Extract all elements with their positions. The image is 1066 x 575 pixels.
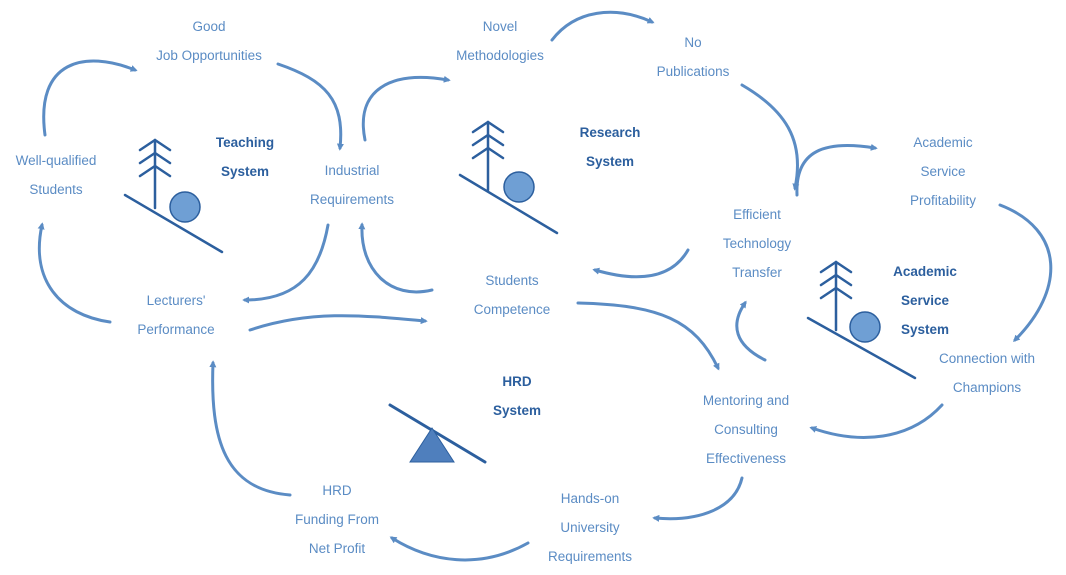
node-label-line: Service [920, 164, 966, 179]
research-system-label: Research System [580, 118, 641, 176]
node-label-line: Well-qualified [15, 153, 97, 168]
research-system-label-line-2: System [585, 154, 635, 169]
node-label-line: HRD [322, 483, 352, 498]
arrow-novel-to-nopubs [550, 10, 655, 42]
arrow-champions-to-mentoring [809, 403, 944, 439]
node-mentoring-consulting-effectiveness: Mentoring and Consulting Effectiveness [703, 386, 789, 473]
node-label-line: Performance [137, 322, 215, 337]
node-label-line: Industrial [324, 163, 380, 178]
node-connection-with-champions: Connection with Champions [939, 344, 1035, 402]
arrow-lecturers-to-wellqualified [37, 222, 112, 324]
node-label-line: Good [192, 19, 226, 34]
node-label-line: Net Profit [308, 541, 366, 556]
hrd-system-icon [388, 403, 487, 464]
hrd-system-label-line-2: System [492, 403, 542, 418]
node-label-line: Academic [913, 135, 973, 150]
arrow-competence-to-industrial [358, 222, 434, 294]
node-label-line: Competence [473, 302, 551, 317]
academic-service-system-label-line-1: Academic [893, 264, 957, 279]
teaching-system-label-line-1: Teaching [215, 135, 275, 150]
arrow-competence-to-mentoring [576, 301, 720, 371]
node-label-line: Methodologies [456, 48, 544, 63]
arrow-nopubs-to-efficient [740, 83, 800, 191]
node-hrd-funding-from-net-profit: HRD Funding From Net Profit [295, 476, 379, 563]
node-label-line: Hands-on [560, 491, 620, 506]
arrow-industrial-to-lecturers [242, 223, 330, 304]
arrow-hrdfunding-to-lecturers [209, 360, 292, 497]
node-well-qualified-students: Well-qualified Students [16, 146, 97, 204]
arrow-handson-to-hrdfunding [389, 536, 530, 562]
research-system-label-line-1: Research [579, 125, 641, 140]
node-students-competence: Students Competence [474, 266, 551, 324]
node-label-line: Publications [656, 64, 730, 79]
node-label-line: Effectiveness [705, 451, 787, 466]
arrow-mentoring-to-handson [652, 476, 744, 522]
teaching-system-label-line-2: System [220, 164, 270, 179]
arrow-profit-to-champions [998, 203, 1053, 342]
node-academic-service-profitability: Academic Service Profitability [910, 128, 976, 215]
node-label-line: Technology [722, 236, 792, 251]
arrow-efficient-to-competence [592, 248, 690, 279]
node-label-line: Students [29, 182, 83, 197]
arrows [37, 10, 1053, 562]
node-label-line: Connection with [938, 351, 1036, 366]
node-efficient-technology-transfer: Efficient Technology Transfer [723, 200, 791, 287]
node-label-line: Transfer [732, 265, 782, 280]
research-system-icon [458, 120, 559, 235]
node-label-line: Requirements [309, 192, 395, 207]
academic-service-system-icon [806, 260, 917, 380]
arrow-wellqualified-to-goodjobs [42, 59, 138, 137]
node-label-line: Lecturers' [146, 293, 206, 308]
node-label-line: Mentoring and [702, 393, 790, 408]
arrow-lecturers-to-competence [248, 314, 428, 332]
node-label-line: Job Opportunities [156, 48, 262, 63]
node-label-line: Students [485, 273, 539, 288]
node-novel-methodologies: Novel Methodologies [456, 12, 544, 70]
node-label-line: Funding From [294, 512, 380, 527]
node-label-line: No [684, 35, 702, 50]
node-good-job-opportunities: Good Job Opportunities [156, 12, 262, 70]
arrow-industrial-to-novel [361, 75, 451, 142]
node-industrial-requirements: Industrial Requirements [310, 156, 394, 214]
hrd-system-label: HRD System [493, 367, 541, 425]
node-label-line: University [560, 520, 620, 535]
node-no-publications: No Publications [657, 28, 730, 86]
node-label-line: Consulting [714, 422, 778, 437]
node-label-line: Efficient [733, 207, 781, 222]
arrow-goodjobs-to-industrial [276, 62, 344, 151]
teaching-system-label: Teaching System [216, 128, 274, 186]
academic-service-system-label-line-3: System [900, 322, 950, 337]
arrow-mentoring-to-efficient [735, 300, 767, 362]
node-label-line: Novel [482, 19, 518, 34]
node-lecturers-performance: Lecturers' Performance [137, 286, 214, 344]
teaching-system-icon [123, 138, 224, 254]
node-label-line: Champions [952, 380, 1022, 395]
node-hands-on-university-requirements: Hands-on University Requirements [548, 484, 632, 571]
hrd-system-label-line-1: HRD [502, 374, 532, 389]
academic-service-system-label-line-2: Service [900, 293, 950, 308]
node-label-line: Profitability [909, 193, 977, 208]
academic-service-system-label: Academic Service System [893, 257, 957, 344]
node-label-line: Requirements [547, 549, 633, 564]
arrow-efficient-to-profit [795, 143, 878, 197]
